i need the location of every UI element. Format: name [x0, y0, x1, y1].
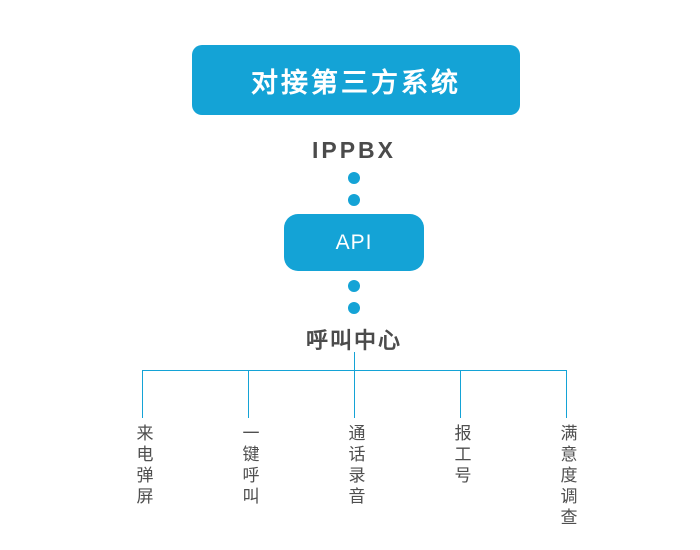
connector-drop-line: [248, 371, 249, 418]
third-party-system-box: 对接第三方系统: [192, 45, 520, 115]
feature-label-incoming-call-popup: 来电弹屏: [133, 424, 153, 508]
feature-label-one-click-call: 一键呼叫: [239, 424, 259, 508]
connector-horizontal-line: [142, 370, 567, 371]
connector-dot: [348, 172, 360, 184]
api-label: API: [335, 230, 373, 254]
feature-label-satisfaction-survey: 满意度调查: [557, 424, 577, 529]
connector-dot: [348, 302, 360, 314]
connector-dot: [348, 280, 360, 292]
feature-label-agent-id: 报工号: [451, 424, 471, 487]
third-party-system-label: 对接第三方系统: [251, 67, 461, 98]
connector-dot: [348, 194, 360, 206]
connector-drop-line: [354, 371, 355, 418]
connector-stem-line: [354, 352, 355, 371]
api-box: API: [284, 214, 424, 271]
call-center-label: 呼叫中心: [305, 328, 403, 353]
connector-drop-line: [142, 371, 143, 418]
connector-drop-line: [566, 371, 567, 418]
connector-drop-line: [460, 371, 461, 418]
ippbx-label: IPPBX: [311, 137, 397, 163]
feature-label-call-recording: 通话录音: [345, 424, 365, 508]
